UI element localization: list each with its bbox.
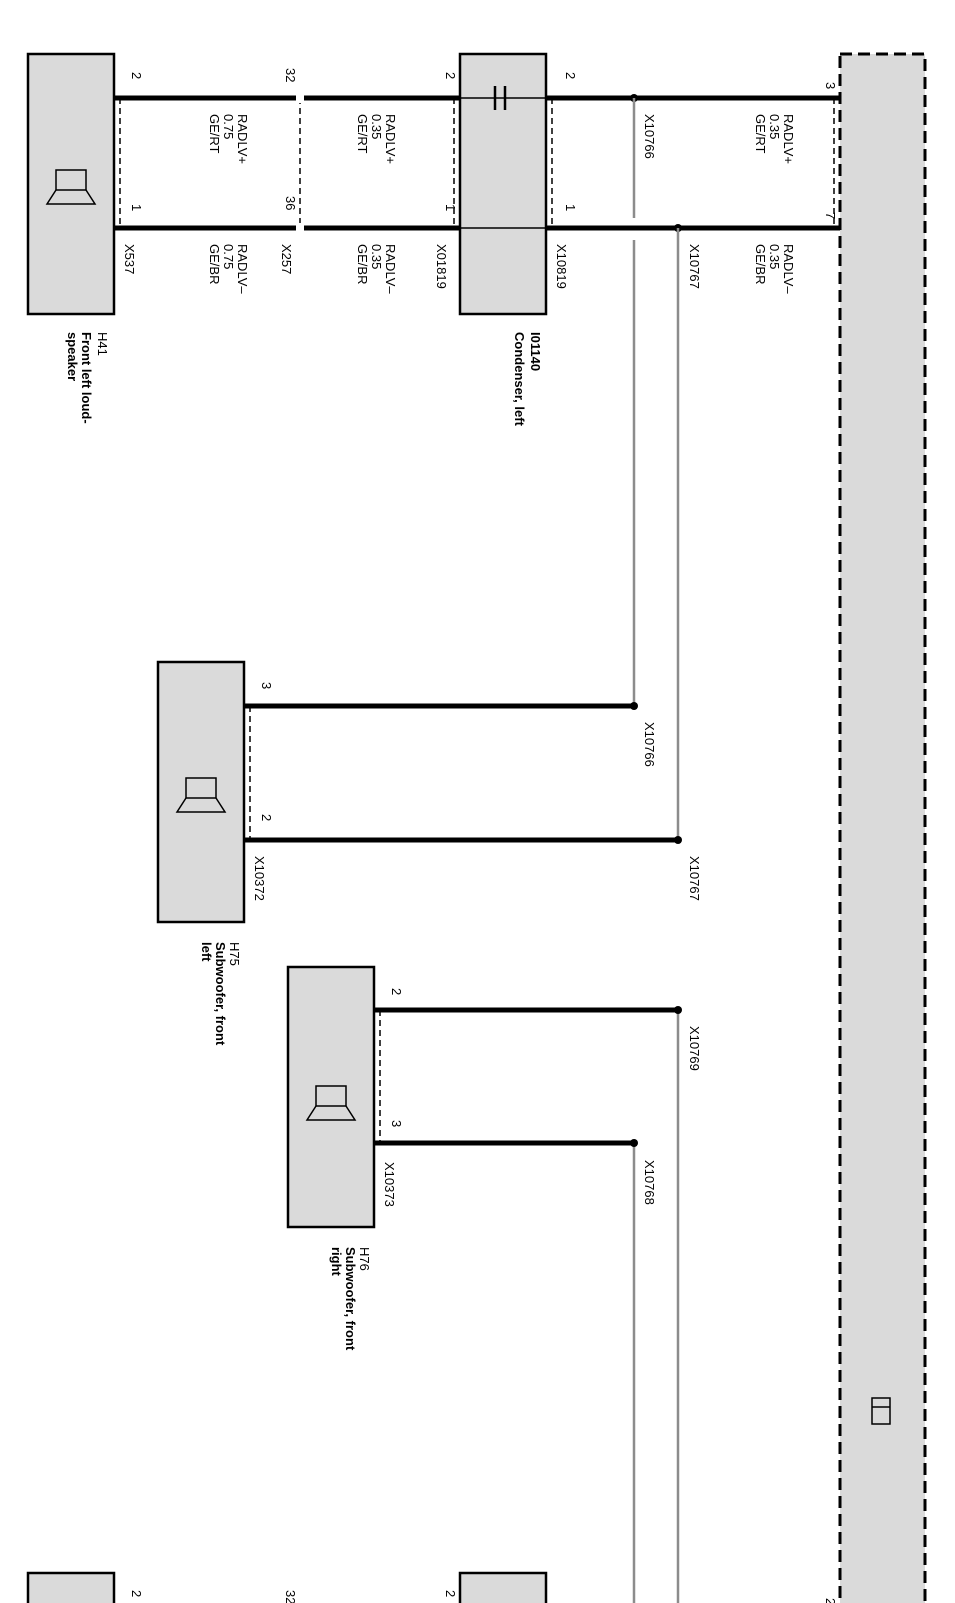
h76-wires [374,1007,678,1146]
condenser-connector-in: X01819 [434,244,449,289]
speaker-icon [175,777,227,813]
w2-minus-name: RADLV– [383,244,398,294]
w2-minus-size: 0.35 [369,244,384,269]
w3-minus-size: 0.35 [767,244,782,269]
h75-wires [244,703,678,843]
h75-id: H75 [227,942,242,966]
h41-name-line2: speaker [65,332,80,381]
speaker-icon [45,169,97,205]
thin-wires [632,98,680,1603]
splice-h76-a-label: X10769 [687,1026,702,1071]
w3-plus-color: GE/RT [753,114,768,154]
w2-plus-name: RADLV+ [383,114,398,164]
splice-dot-h75-b [674,836,682,844]
h75-name-line1: Subwoofer, front [213,942,228,1046]
h75-pin-a: 3 [259,682,274,689]
h76-box [286,965,376,1229]
condenser-pin-in-plus: 2 [443,72,458,79]
amplifier-module [838,52,927,1603]
h41-id: H41 [95,332,110,356]
splice-h75-b-label: X10767 [687,856,702,901]
w3-minus-color: GE/BR [753,244,768,284]
w1-plus-color: GE/RT [207,114,222,154]
condenser-pin-out-plus: 2 [563,72,578,79]
amplifier-pin-minus: 7 [823,212,838,219]
capacitor-symbol [460,86,546,110]
bottom-left-pin: 2 [129,1590,144,1597]
x257-pin-plus: 32 [283,68,298,82]
amplifier-icon [871,1397,891,1425]
w1-plus-name: RADLV+ [235,114,250,164]
bottom-mid-pin: 2 [443,1590,458,1597]
h76-pin-b: 3 [389,1120,404,1127]
amplifier-pin-bottom: 2 [823,1598,838,1603]
top-wires [114,95,840,231]
w1-minus-color: GE/BR [207,244,222,284]
w3-minus-name: RADLV– [781,244,796,294]
condenser-box [458,52,548,316]
w3-plus-name: RADLV+ [781,114,796,164]
condenser-connector-out: X10819 [554,244,569,289]
condenser-id: I01140 [528,332,543,371]
h75-name-line2: left [199,942,214,962]
condenser-pin-out-minus: 1 [563,204,578,211]
h76-pin-a: 2 [389,988,404,995]
h75-connector: X10372 [252,856,267,901]
h41-connector: X537 [122,244,137,274]
w2-minus-color: GE/BR [355,244,370,284]
w3-plus-size: 0.35 [767,114,782,139]
h75-pin-b: 2 [259,814,274,821]
w1-minus-name: RADLV– [235,244,250,294]
h76-connector: X10373 [382,1162,397,1207]
bottom-box-mid [458,1571,548,1603]
h76-name-line2: right [329,1247,344,1277]
bottom-box-left [26,1571,116,1603]
h41-pin-minus: 1 [129,204,144,211]
bottom-pin-32: 32 [283,1590,298,1603]
h41-pin-plus: 2 [129,72,144,79]
h75-box [156,660,246,924]
h76-id: H76 [357,1247,372,1271]
w2-plus-color: GE/RT [355,114,370,154]
w1-plus-size: 0.75 [221,114,236,139]
amplifier-pin-plus: 3 [823,82,838,89]
condenser-name: Condenser, left [512,332,527,427]
splice-top-plus-label: X10766 [642,114,657,159]
w1-minus-size: 0.75 [221,244,236,269]
splice-dot-h76-b [630,1139,638,1147]
w2-plus-size: 0.35 [369,114,384,139]
splice-dot-h76-a [674,1006,682,1014]
speaker-icon [305,1085,357,1121]
h41-box [26,52,116,316]
x257-pin-minus: 36 [283,196,298,210]
splice-dot-h75-a [630,702,638,710]
condenser-pin-in-minus: 1 [443,204,458,211]
splice-h75-a-label: X10766 [642,722,657,767]
x257-gaps [296,93,304,233]
h76-name-line1: Subwoofer, front [343,1247,358,1351]
splice-top-minus-label: X10767 [687,244,702,289]
x257-label: X257 [279,244,294,274]
connector-dashes [119,98,835,228]
splice-h76-b-label: X10768 [642,1160,657,1205]
h41-name-line1: Front left loud- [79,332,94,424]
